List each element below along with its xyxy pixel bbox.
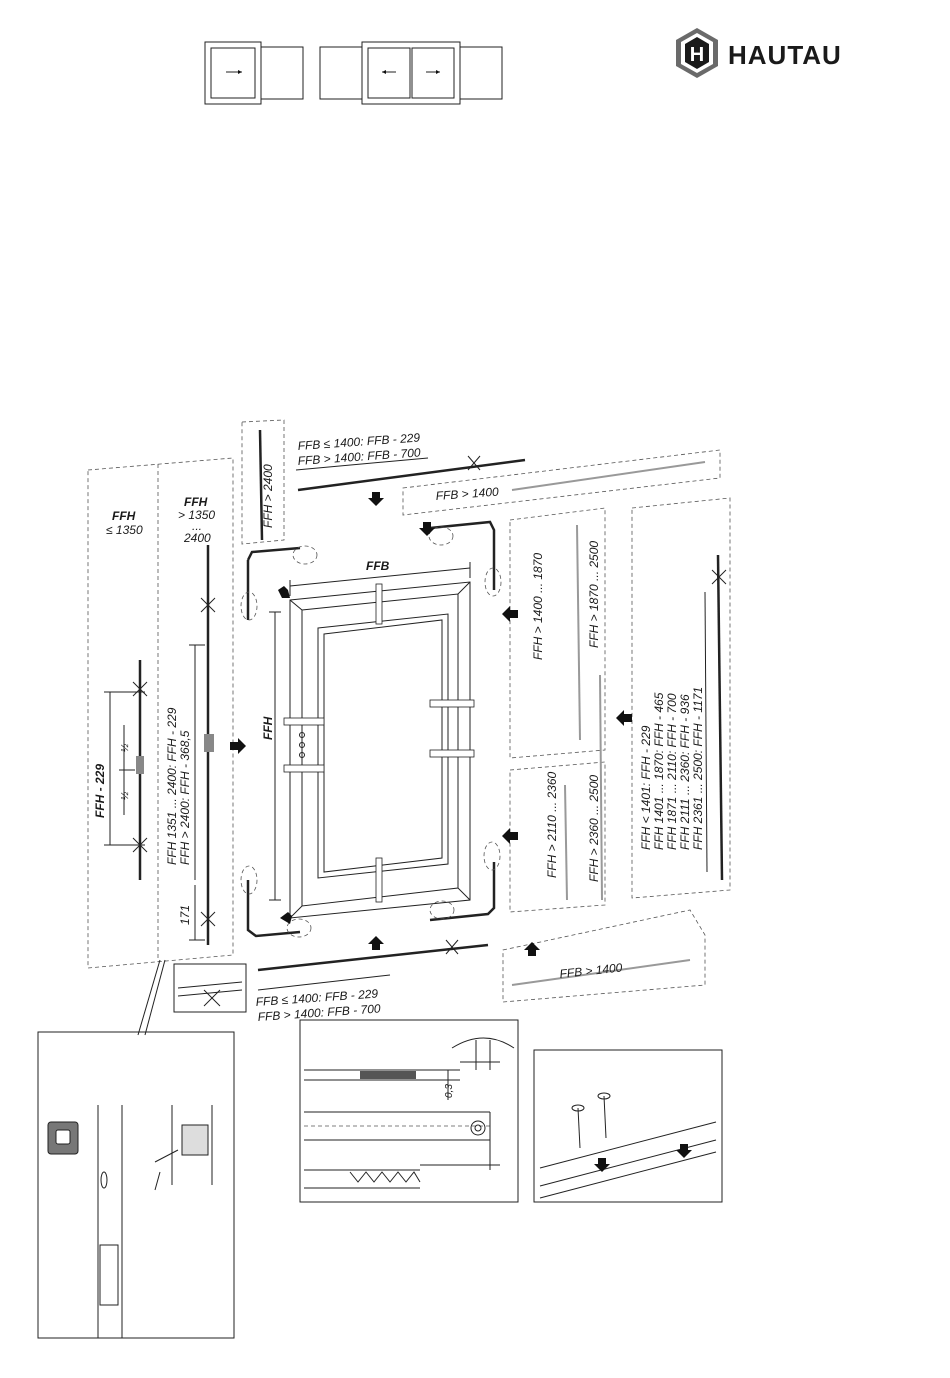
table-row-4: FFH 2111 ... 2360: FFH - 936 (678, 694, 692, 850)
dashed-panels (87, 419, 731, 1003)
ffh-le-1350-label: FFH (112, 509, 136, 523)
ffh-range-label: FFH (184, 495, 208, 509)
ffb-gt-1400-bottom-label: FFB > 1400 (559, 960, 623, 981)
left-vertical-rails (132, 429, 264, 945)
half-upper-label: ½ (120, 743, 131, 752)
ffh-le-1350-value: ≤ 1350 (106, 523, 143, 537)
push-arrows (230, 492, 632, 956)
ffh-range-max: 2400 (183, 531, 211, 545)
table-row-5: FFH 2361 ... 2500: FFH - 1171 (691, 687, 705, 850)
ffh-center-label: FFH (261, 716, 275, 740)
ffh-1400-1870-label: FFH > 1400 ... 1870 (531, 553, 545, 660)
brand-name: HAUTAU (728, 40, 842, 70)
half-lower-label: ½ (120, 791, 131, 800)
ffh-gt-2400-368-label: FFH > 2400: FFH - 368,5 (178, 730, 192, 865)
ffh-range-ellipsis: ... (192, 519, 202, 533)
dim-171-label: 171 (178, 905, 192, 925)
table-row-2: FFH 1401 ... 1870: FFH - 465 (652, 692, 666, 850)
left-panel-labels: FFH ≤ 1350 FFH > 1350 ... 2400 FFH - 229… (93, 464, 275, 925)
right-panel-labels: FFH > 1400 ... 1870 FFH > 1870 ... 2500 … (531, 541, 705, 882)
ffh-range-min: > 1350 (178, 508, 215, 522)
ffh-1870-2500-label: FFH > 1870 ... 2500 (587, 541, 601, 648)
detail-box-rail-cut: 0,3 (299, 1019, 519, 1203)
detail-box-espagnolette (37, 959, 235, 1339)
window-sash (283, 581, 475, 919)
ffb-gt-1400-top-label: FFB > 1400 (435, 485, 499, 503)
sliding-scheme-double (319, 41, 503, 105)
ffh-2110-2360-label: FFH > 2110 ... 2360 (545, 772, 559, 878)
dim-0-3-label: 0,3 (444, 1084, 455, 1098)
ffh-2360-2500-label: FFH > 2360 ... 2500 (587, 775, 601, 882)
profile-schematic-inset (173, 963, 247, 1013)
table-row-3: FFH 1871 ... 2110: FFH - 700 (665, 693, 679, 850)
ffh-1351-2400-label: FFH 1351 ... 2400: FFH - 229 (165, 707, 179, 865)
hautau-logo: H HAUTAU (676, 28, 842, 78)
logo-letter-icon: H (690, 44, 704, 66)
ffb-center-label: FFB (366, 559, 390, 573)
ffh-dimension: FFH (261, 611, 281, 901)
bottom-horizontal-rails (257, 939, 691, 991)
left-dimensions (104, 644, 205, 941)
bottom-labels: FFB ≤ 1400: FFB - 229 FFB > 1400: FFB - … (255, 960, 623, 1024)
detail-box-screw-fixing (533, 1049, 723, 1203)
ffh-minus-229-label: FFH - 229 (93, 764, 107, 818)
sliding-scheme-single (204, 41, 304, 105)
top-horizontal-rails (295, 455, 706, 492)
sash-hardware-rails (240, 520, 502, 938)
table-row-1: FFH < 1401: FFH - 229 (639, 725, 653, 850)
ffh-gt-2400-label: FFH > 2400 (261, 464, 275, 528)
right-vertical-rails (564, 524, 727, 901)
ffb-dimension: FFB (289, 559, 471, 596)
